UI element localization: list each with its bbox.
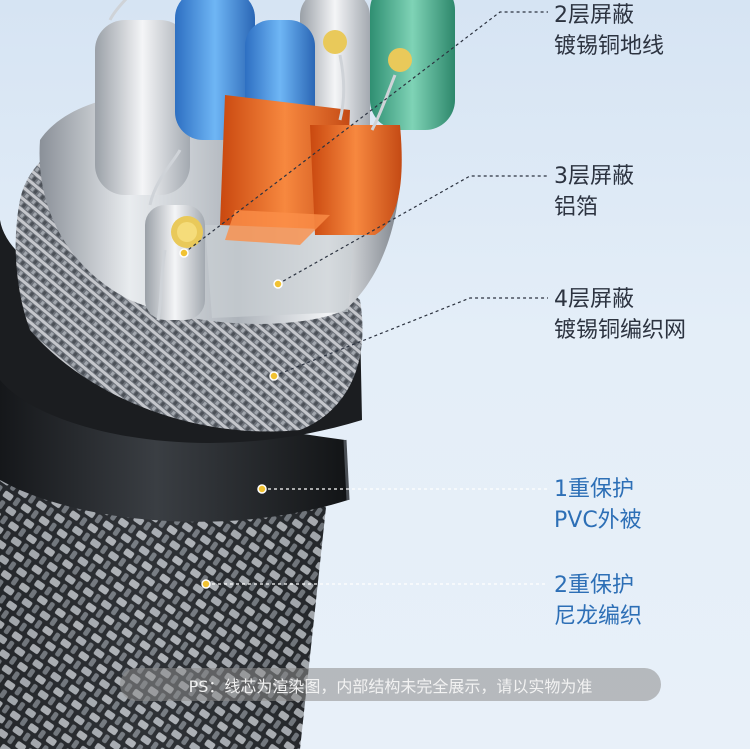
disclaimer-note: PS：线芯为渲染图，内部结构未完全展示，请以实物为准 <box>120 668 661 701</box>
label-ground-wire-line2: 镀锡铜地线 <box>554 34 665 59</box>
label-foil-line1: 3层屏蔽 <box>554 164 634 189</box>
label-foil: 3层屏蔽 铝箔 <box>554 161 634 223</box>
leader-lines <box>183 11 548 585</box>
marker-mesh <box>269 371 279 381</box>
leader-line-foil <box>277 175 548 285</box>
marker-pvc <box>257 484 267 494</box>
marker-foil <box>273 279 283 289</box>
label-nylon: 2重保护 尼龙编织 <box>554 570 642 632</box>
label-ground-wire: 2层屏蔽 镀锡铜地线 <box>554 0 664 62</box>
leader-line-ground-wire <box>183 11 548 254</box>
label-foil-line2: 铝箔 <box>554 195 599 220</box>
label-mesh-line1: 4层屏蔽 <box>554 287 634 312</box>
inner-cores <box>95 0 455 320</box>
leader-line-mesh <box>273 297 548 377</box>
copper-strand-tips <box>108 0 412 321</box>
label-pvc-line1: 1重保护 <box>554 477 634 502</box>
marker-ground-wire <box>179 248 189 258</box>
label-mesh: 4层屏蔽 镀锡铜编织网 <box>554 284 686 346</box>
label-pvc: 1重保护 PVC外被 <box>554 474 642 536</box>
label-ground-wire-line1: 2层屏蔽 <box>554 3 634 28</box>
label-nylon-line1: 2重保护 <box>554 573 634 598</box>
marker-nylon <box>201 579 211 589</box>
label-mesh-line2: 镀锡铜编织网 <box>554 318 687 343</box>
label-pvc-line2: PVC外被 <box>554 508 642 533</box>
callout-markers <box>179 248 283 589</box>
label-nylon-line2: 尼龙编织 <box>554 604 643 629</box>
